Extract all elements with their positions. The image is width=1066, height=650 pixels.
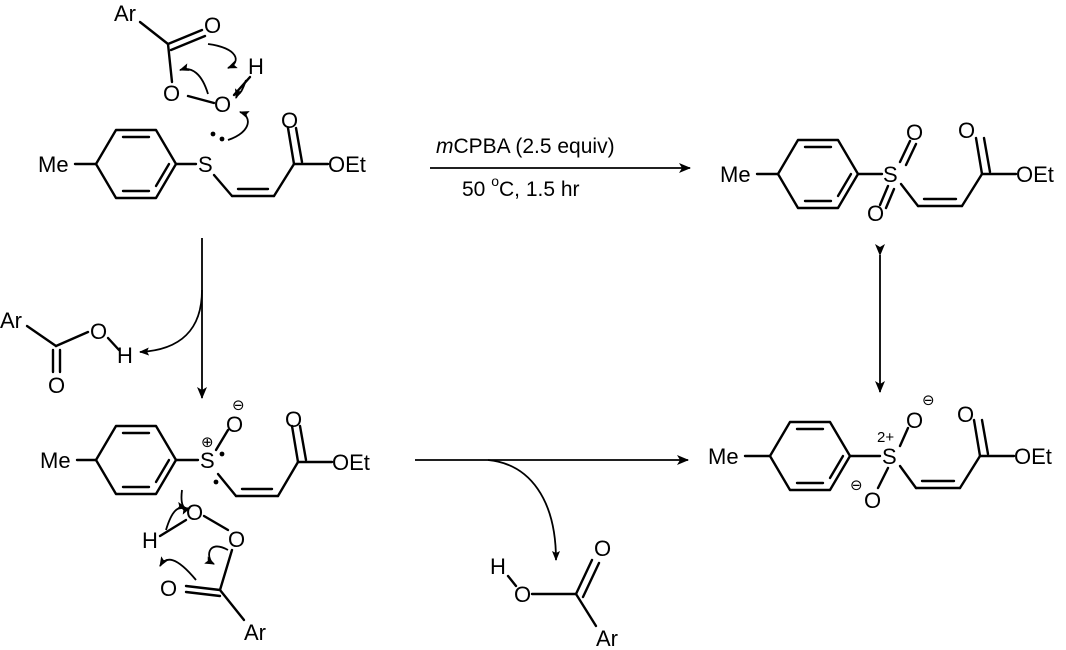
atom-ar: Ar xyxy=(114,1,136,26)
charge-two-plus: 2+ xyxy=(877,429,894,446)
atom-o: O xyxy=(864,488,881,513)
atom-o: O xyxy=(906,120,923,145)
sulfone-product: Me S O O O OEt xyxy=(720,118,1054,226)
atom-s: S xyxy=(882,444,897,469)
atom-o: O xyxy=(226,412,243,437)
atom-o: O xyxy=(281,108,298,133)
atom-o: O xyxy=(90,319,107,344)
reaction-conditions: mCPBA (2.5 equiv) 50 oC, 1.5 hr xyxy=(430,135,691,201)
atom-o: O xyxy=(163,81,180,106)
atom-o: O xyxy=(867,201,884,226)
reagent-label: mCPBA (2.5 equiv) xyxy=(436,135,615,158)
atom-o: O xyxy=(594,536,611,561)
curly-arrow-release-bottom xyxy=(487,459,560,561)
carboxylic-acid-left: Ar O H O xyxy=(0,308,133,398)
atom-o: O xyxy=(514,582,531,607)
atom-me: Me xyxy=(40,448,71,473)
atom-h: H xyxy=(117,343,133,368)
atom-h: H xyxy=(490,554,506,579)
temperature-label: 50 oC, 1.5 hr xyxy=(462,173,580,201)
atom-o: O xyxy=(906,408,923,433)
atom-oet: OEt xyxy=(1014,444,1052,469)
atom-s: S xyxy=(200,448,215,473)
thioether-reactant: Me S O OEt xyxy=(38,108,366,200)
atom-oet: OEt xyxy=(332,450,370,475)
sulfoxide-intermediate: Me S ⊕ O ⊖ O OEt xyxy=(40,397,370,498)
peracid-top: Ar O O O H xyxy=(114,1,264,141)
atom-s: S xyxy=(883,162,898,187)
curly-arrow-release xyxy=(139,289,203,356)
charge-minus: ⊖ xyxy=(232,397,245,414)
atom-o: O xyxy=(48,373,65,398)
atom-oet: OEt xyxy=(328,152,366,177)
atom-o: O xyxy=(186,500,203,525)
atom-o: O xyxy=(214,92,231,117)
atom-me: Me xyxy=(38,152,69,177)
peracid-bottom: O H O O Ar xyxy=(142,489,266,645)
atom-me: Me xyxy=(720,162,751,187)
atom-o: O xyxy=(204,13,221,38)
atom-me: Me xyxy=(708,444,739,469)
atom-o: O xyxy=(958,118,975,143)
atom-o: O xyxy=(285,407,302,432)
atom-oet: OEt xyxy=(1016,162,1054,187)
atom-h: H xyxy=(248,54,264,79)
atom-o: O xyxy=(160,576,177,601)
atom-o: O xyxy=(228,527,245,552)
atom-o: O xyxy=(957,402,974,427)
atom-s: S xyxy=(198,152,213,177)
charge-minus: ⊖ xyxy=(922,392,935,409)
atom-ar: Ar xyxy=(0,308,22,333)
charge-minus: ⊖ xyxy=(850,477,863,494)
atom-ar: Ar xyxy=(244,620,266,645)
carboxylic-acid-bottom: H O O Ar xyxy=(490,536,618,650)
atom-ar: Ar xyxy=(596,626,618,650)
atom-h: H xyxy=(142,528,158,553)
charged-sulfone: Me S 2+ O ⊖ O ⊖ O OEt xyxy=(708,392,1052,513)
charge-plus: ⊕ xyxy=(201,434,214,451)
